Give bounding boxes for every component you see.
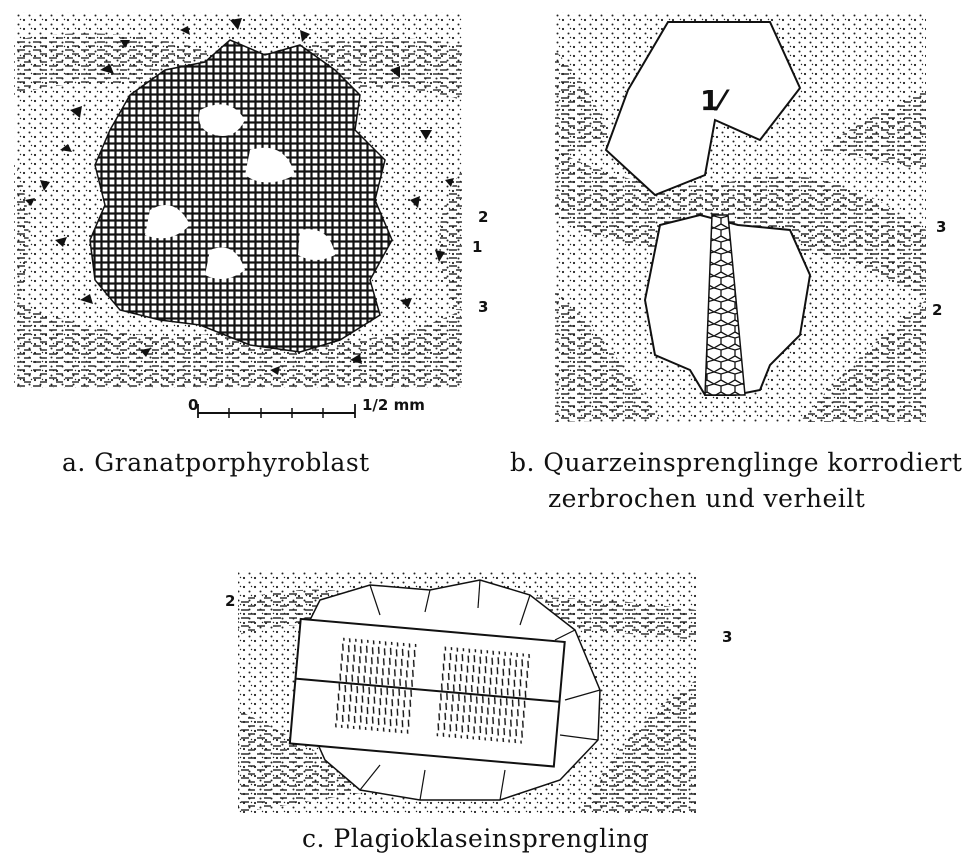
figure-c-caption: c. Plagioklaseinsprengling xyxy=(302,822,649,856)
scale-end-label: 1/2 mm xyxy=(362,396,425,414)
figure-a-label-1: 1 xyxy=(472,238,482,256)
figure-a-label-2: 2 xyxy=(478,208,488,226)
figure-b-caption-line2: zerbrochen und verheilt xyxy=(548,482,865,516)
figure-b-label-3: 3 xyxy=(936,218,946,236)
figure-c-label-2: 2 xyxy=(225,592,235,610)
figure-a-label-3: 3 xyxy=(478,298,488,316)
figure-b-drawing: 1⁄ 3 2 xyxy=(555,12,946,422)
figure-a-caption: a. Granatporphyroblast xyxy=(62,446,370,480)
figure-b-label-2: 2 xyxy=(932,301,942,319)
scale-bar: 0 1/2 mm xyxy=(188,396,425,418)
scale-start-label: 0 xyxy=(188,396,198,414)
figure-c-drawing: 2 3 xyxy=(225,570,732,813)
figure-a-drawing: 2 1 3 xyxy=(14,12,488,388)
figure-c-label-3: 3 xyxy=(722,628,732,646)
figure-b-caption-line1: b. Quarzeinsprenglinge korrodiert xyxy=(510,446,962,480)
